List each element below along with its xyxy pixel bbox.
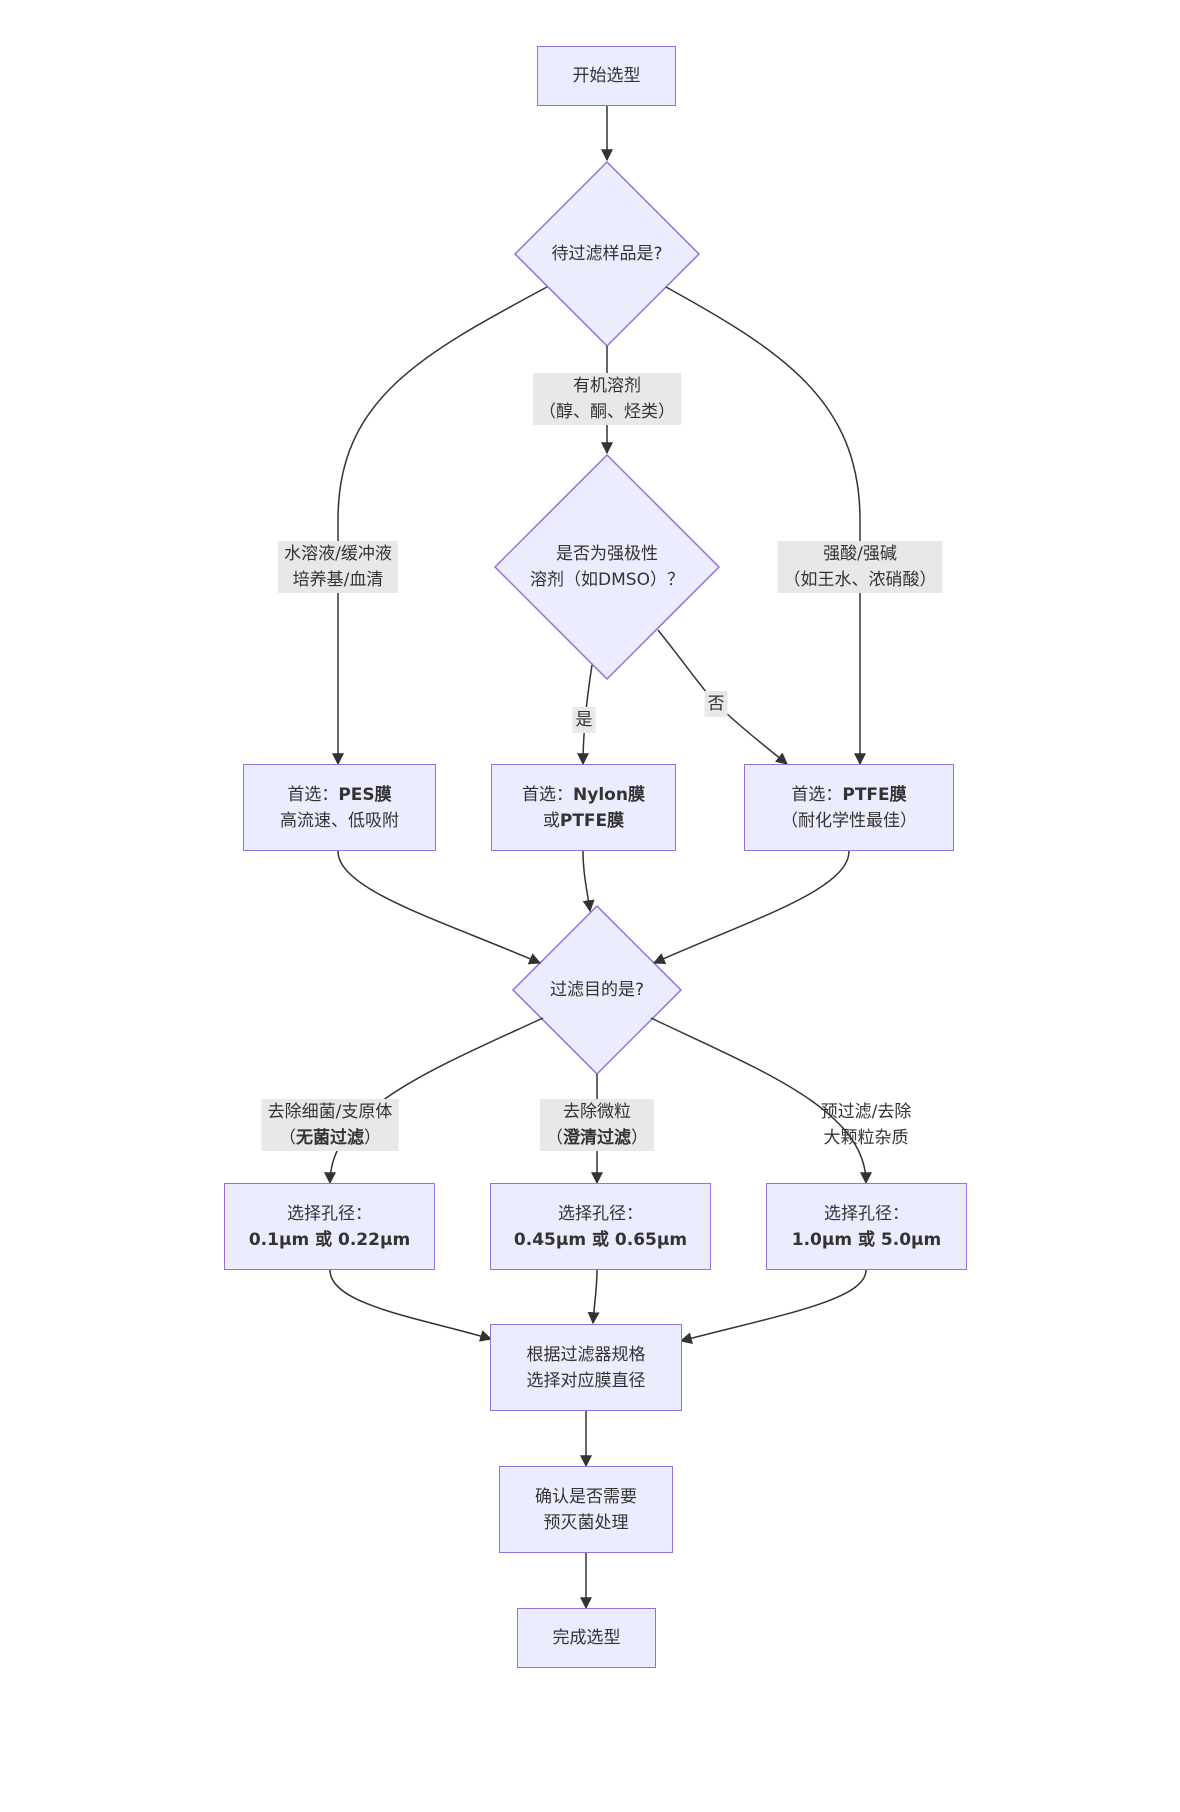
edge-sample-acid (665, 286, 866, 766)
q-purpose-label: 过滤目的是? (549, 980, 645, 1000)
edge-pore3-to-diameter (679, 1269, 867, 1345)
acid-line1: 强酸/强碱 (823, 544, 897, 564)
edge-sample-aqueous (332, 286, 548, 766)
bacteria-emphasis: 无菌过滤 (295, 1128, 364, 1148)
aqueous-line1: 水溶液/缓冲液 (284, 544, 392, 564)
q-polar-line1: 是否为强极性 (556, 544, 658, 564)
q-sample-diamond: 待过滤样品是? (515, 162, 699, 346)
nylon-membrane-name: Nylon膜 (573, 784, 645, 805)
diameter-line1: 根据过滤器规格 (526, 1344, 646, 1365)
q-polar-diamond-shape (493, 453, 721, 681)
pes-membrane-node: 首选：PES膜 高流速、低吸附 (243, 764, 436, 851)
bacteria-line1: 去除细菌/支原体 (267, 1102, 393, 1122)
particles-emphasis: 澄清过滤 (563, 1128, 631, 1148)
q-sample-label: 待过滤样品是? (551, 244, 663, 264)
organic-line1: 有机溶剂 (573, 376, 641, 396)
edge-label-organic: 有机溶剂 （醇、酮、烃类） (533, 373, 681, 425)
sterile-line2: 预灭菌处理 (543, 1512, 629, 1533)
pore1-values: 0.1μm 或 0.22μm (248, 1229, 411, 1250)
done-node: 完成选型 (517, 1608, 656, 1668)
ptfe-membrane-node: 首选：PTFE膜 （耐化学性最佳） (744, 764, 954, 851)
q-polar-diamond: 是否为强极性 溶剂（如DMSO）？ (495, 455, 719, 679)
pes-description: 高流速、低吸附 (280, 810, 399, 831)
edge-pore2-to-diameter (587, 1269, 600, 1325)
pes-membrane-name: PES膜 (338, 784, 392, 805)
done-node-label: 完成选型 (552, 1628, 621, 1648)
yes-label: 是 (575, 710, 593, 730)
pore-size-sterile-node: 选择孔径： 0.1μm 或 0.22μm (224, 1183, 435, 1270)
edge-purpose-bacteria (324, 1017, 544, 1185)
edge-ptfe-to-purpose (652, 850, 850, 965)
edge-purpose-prefilter (650, 1017, 872, 1185)
edge-nylon-to-purpose (582, 850, 595, 913)
nylon-alt-membrane-name: PTFE膜 (559, 810, 625, 831)
start-node: 开始选型 (537, 46, 676, 106)
nylon-alt-prefix: 或 (542, 810, 560, 831)
pore2-title: 选择孔径： (558, 1203, 643, 1224)
pore3-title: 选择孔径： (824, 1203, 909, 1224)
particles-line1: 去除微粒 (563, 1102, 631, 1122)
aqueous-line2: 培养基/血清 (292, 570, 384, 590)
nylon-prefix: 首选： (522, 784, 574, 805)
edge-label-particles: 去除微粒 （澄清过滤） (540, 1099, 654, 1151)
q-purpose-diamond: 过滤目的是? (513, 906, 681, 1074)
q-polar-line2: 溶剂（如DMSO）？ (530, 570, 684, 590)
acid-line2: （如王水、浓硝酸） (783, 570, 937, 590)
edge-label-prefilter: 预过滤/去除 大颗粒杂质 (815, 1099, 918, 1151)
edge-label-no: 否 (704, 691, 728, 717)
edge-label-yes: 是 (572, 707, 596, 733)
ptfe-prefix: 首选： (791, 784, 843, 805)
edge-pes-to-purpose (337, 850, 542, 965)
edge-pore1-to-diameter (329, 1269, 493, 1342)
pore3-values: 1.0μm 或 5.0μm (791, 1229, 942, 1250)
ptfe-description: （耐化学性最佳） (781, 810, 917, 831)
edge-label-aqueous: 水溶液/缓冲液 培养基/血清 (278, 541, 398, 593)
ptfe-membrane-name: PTFE膜 (842, 784, 907, 805)
pore-size-clarify-node: 选择孔径： 0.45μm 或 0.65μm (490, 1183, 711, 1270)
pore1-title: 选择孔径： (287, 1203, 372, 1224)
no-label: 否 (707, 694, 725, 714)
nylon-membrane-node: 首选：Nylon膜 或PTFE膜 (491, 764, 676, 851)
organic-line2: （醇、酮、烃类） (539, 402, 675, 422)
pore2-values: 0.45μm 或 0.65μm (513, 1229, 688, 1250)
start-node-label: 开始选型 (572, 66, 641, 86)
pes-prefix: 首选： (287, 784, 339, 805)
prefilter-line2: 大颗粒杂质 (823, 1128, 909, 1148)
edge-label-bacteria: 去除细菌/支原体 （无菌过滤） (261, 1099, 399, 1151)
pore-size-prefilter-node: 选择孔径： 1.0μm 或 5.0μm (766, 1183, 967, 1270)
sterile-line1: 确认是否需要 (535, 1486, 637, 1507)
prefilter-line1: 预过滤/去除 (820, 1102, 912, 1122)
membrane-diameter-node: 根据过滤器规格 选择对应膜直径 (490, 1324, 682, 1411)
edge-label-acid: 强酸/强碱 （如王水、浓硝酸） (777, 541, 943, 593)
diameter-line2: 选择对应膜直径 (526, 1370, 646, 1391)
presterilize-check-node: 确认是否需要 预灭菌处理 (499, 1466, 673, 1553)
